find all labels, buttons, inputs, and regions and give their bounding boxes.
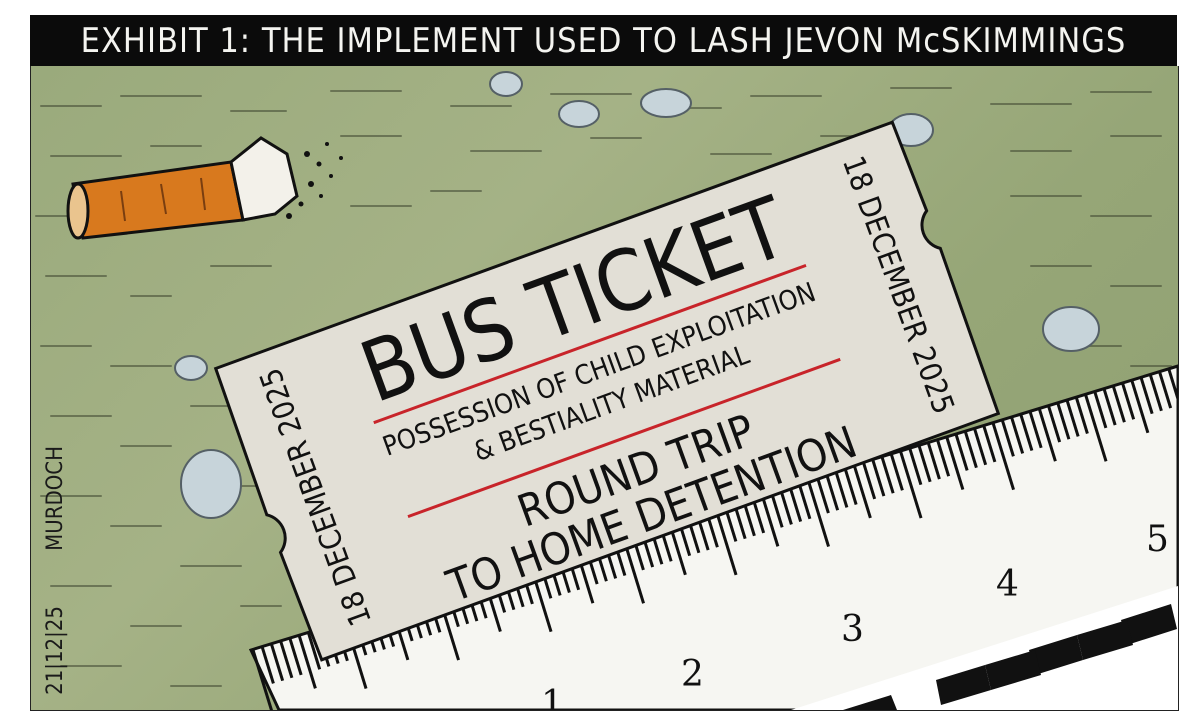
ruler-tick: [778, 487, 793, 525]
ruler-tick: [945, 436, 965, 491]
ruler-tick: [926, 442, 941, 480]
ruler-tick: [251, 649, 273, 710]
illustration-panel: 1 2 3 4 5 BUS TICKET POSSESSION OF CHILD…: [30, 66, 1179, 711]
ruler-checker: [843, 604, 1177, 710]
ruler-tick: [1111, 385, 1126, 423]
ruler-tick: [1000, 419, 1015, 457]
ruler-tick: [982, 425, 997, 463]
evidence-scale-ruler: 1 2 3 4 5: [248, 364, 1178, 710]
ruler-tick: [1148, 374, 1163, 412]
cigarette-butt-icon: [66, 136, 343, 240]
ruler-tick: [954, 433, 969, 471]
ruler-number-5: 5: [1146, 519, 1169, 560]
artist-date-block: 21|12|25: [43, 606, 85, 695]
ruler-tick: [307, 632, 322, 670]
ruler-tick: [917, 445, 932, 483]
artist-name: MURDOCH: [43, 446, 68, 551]
artist-date: 21|12|25: [43, 606, 68, 695]
ruler-tick: [1158, 371, 1173, 409]
ruler-tick: [760, 493, 780, 547]
ruler-tick: [788, 484, 803, 523]
ruler-tick: [797, 481, 812, 520]
ruler-tick: [1167, 368, 1178, 405]
ruler-tick: [880, 456, 895, 494]
ruler-tick: [1056, 402, 1071, 440]
ruler-tick: [852, 464, 872, 519]
ruler-tick: [1084, 393, 1108, 462]
ruler-tick: [279, 641, 294, 679]
ruler-tick: [862, 462, 877, 500]
artist-signature: MURDOCH: [43, 446, 85, 551]
ruler-tick: [899, 450, 923, 519]
ticket-divider-lower: [407, 357, 841, 519]
ruler-tick: [714, 507, 738, 576]
ruler-tick: [1121, 382, 1136, 420]
ruler-tick: [889, 453, 904, 491]
ruler-tick: [825, 473, 840, 511]
ruler-tick: [834, 470, 849, 508]
title-banner: EXHIBIT 1: THE IMPLEMENT USED TO LASH JE…: [30, 15, 1177, 66]
ruler-tick: [1065, 399, 1080, 437]
ruler-tick: [260, 646, 275, 684]
ruler-tick: [908, 447, 923, 486]
ruler-tick: [843, 467, 858, 506]
ruler-tick: [297, 635, 317, 689]
ruler-tick: [936, 439, 951, 477]
banner-title: EXHIBIT 1: THE IMPLEMENT USED TO LASH JE…: [80, 20, 1127, 61]
ruler-number-1: 1: [541, 684, 564, 710]
ruler-tick: [1010, 416, 1025, 454]
ruler-tick: [973, 428, 988, 466]
ticket-divider-upper: [373, 263, 807, 425]
ruler-tick: [806, 479, 830, 547]
ruler-tick: [1102, 388, 1117, 426]
ruler-tick: [815, 476, 830, 514]
ruler-tick: [1047, 405, 1062, 443]
ruler-tick: [1093, 391, 1108, 429]
ruler-tick: [871, 459, 886, 497]
ruler-number-4: 4: [996, 564, 1019, 605]
ruler-tick: [1037, 408, 1057, 462]
ruler-tick: [963, 430, 978, 469]
ruler-tick: [991, 422, 1015, 491]
illustration-svg: 1 2 3 4 5 BUS TICKET POSSESSION OF CHILD…: [35, 71, 1178, 710]
ruler-tick: [1139, 376, 1154, 415]
ruler-number-2: 2: [681, 654, 704, 695]
ruler-tick: [1074, 396, 1089, 435]
ruler-tick: [1028, 410, 1043, 449]
ruler-tick: [288, 638, 303, 676]
ruler-number-3: 3: [841, 609, 864, 650]
ruler-tick: [1019, 413, 1034, 452]
ruler-tick: [270, 643, 285, 682]
ruler-tick: [1130, 379, 1150, 434]
